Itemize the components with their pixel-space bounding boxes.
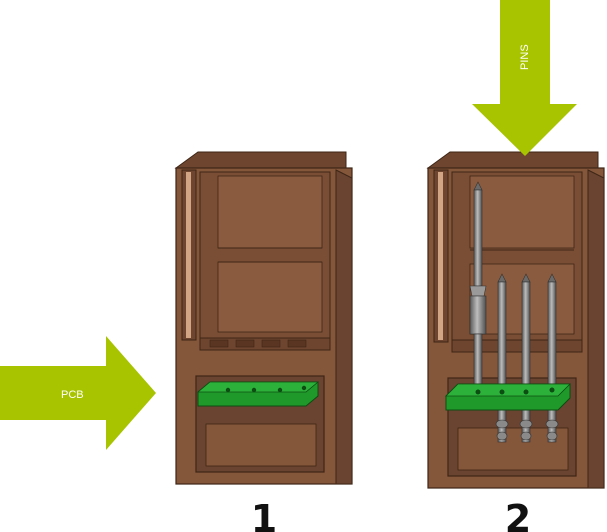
pin-3 <box>519 273 533 443</box>
pcb-board-step-1 <box>196 381 320 407</box>
step-number-1: 1 <box>251 497 277 532</box>
pins-group <box>469 181 559 443</box>
pcb-arrow: PCB <box>0 336 156 450</box>
pin-1 <box>469 181 487 387</box>
housing-step-1 <box>174 151 353 485</box>
pin-4 <box>545 273 559 443</box>
pin-2 <box>495 273 509 443</box>
housing-step-2 <box>426 151 605 489</box>
pins-arrow: PINS <box>472 0 577 156</box>
pcb-board-step-2 <box>445 383 571 411</box>
step-number-2: 2 <box>505 497 531 532</box>
pcb-arrow-label: PCB <box>61 389 84 401</box>
pins-arrow-label: PINS <box>519 44 531 70</box>
